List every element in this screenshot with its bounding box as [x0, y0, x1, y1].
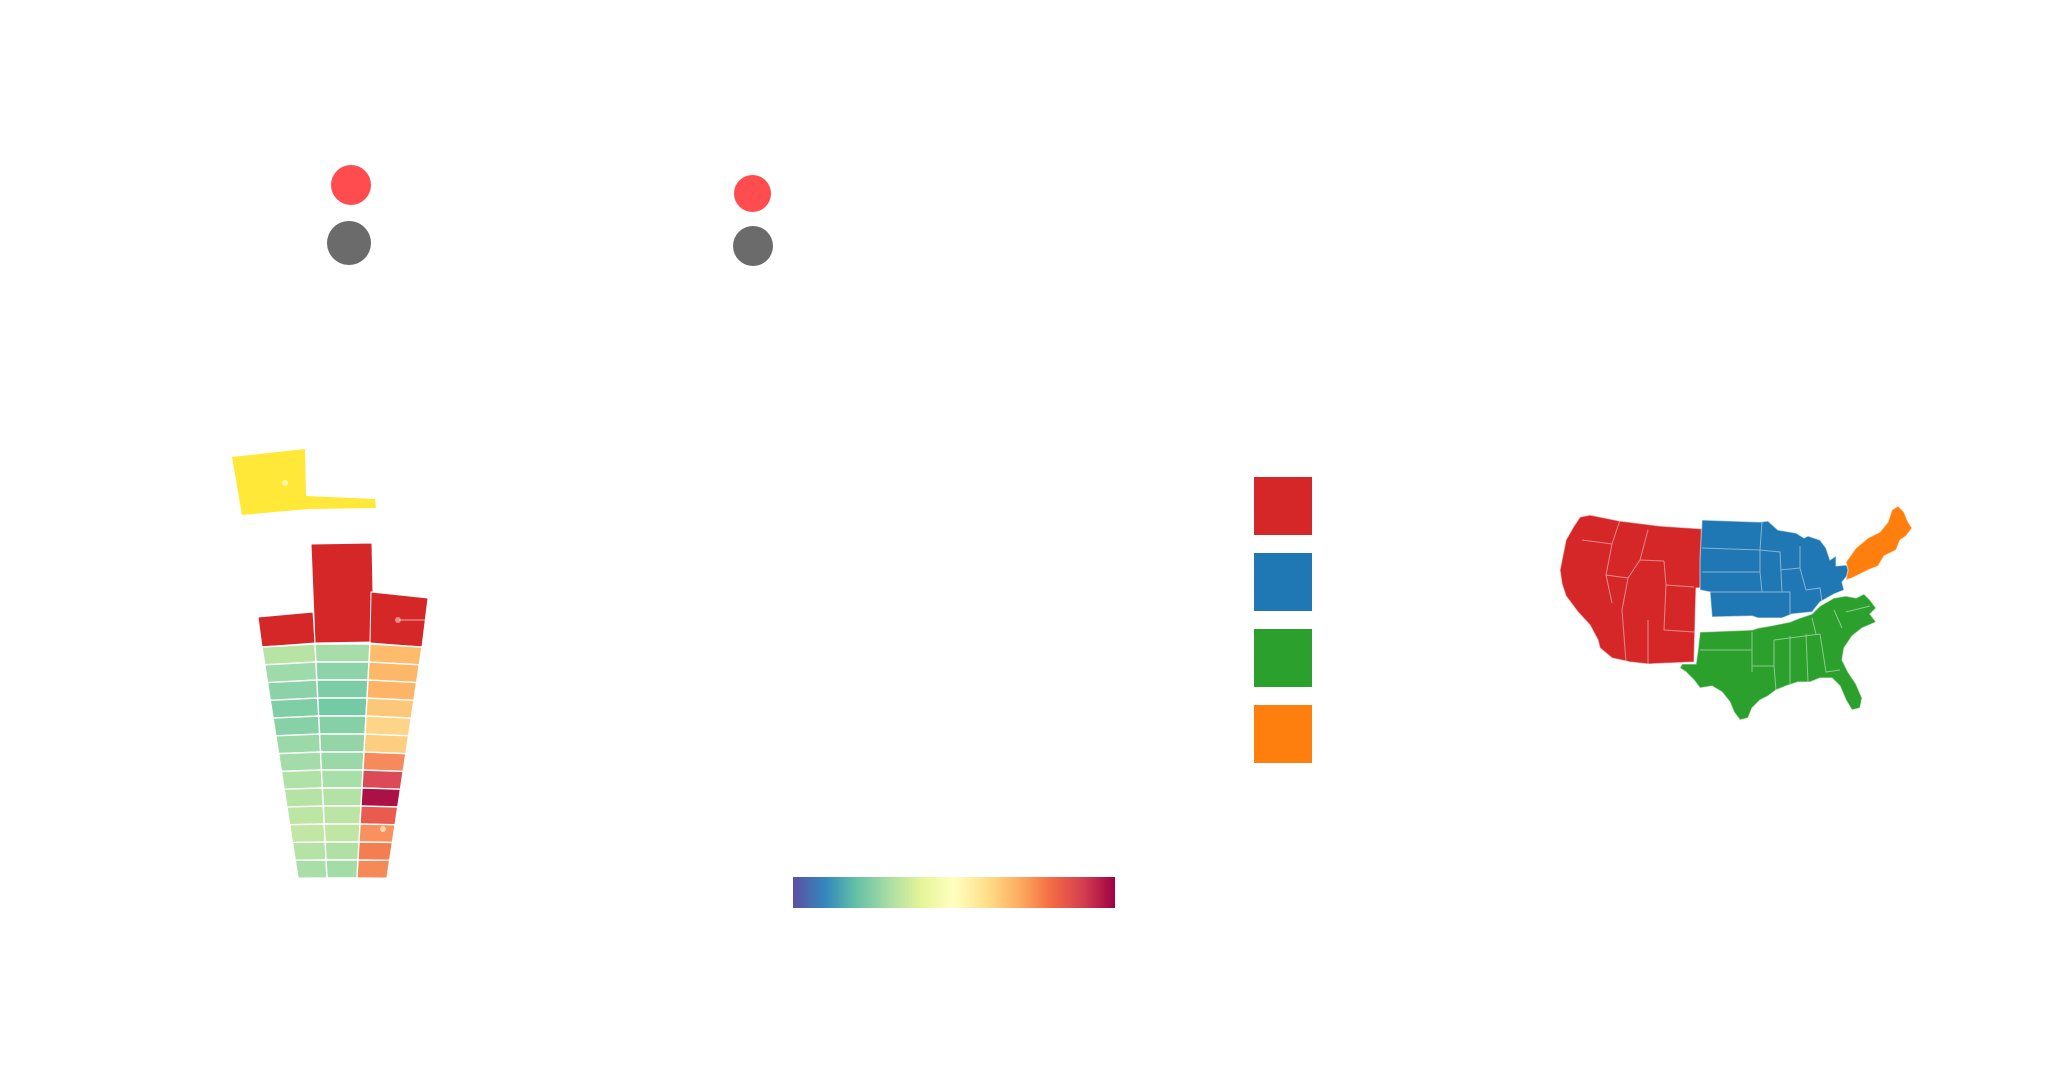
cartogram-cells [261, 643, 423, 879]
cartogram-top-block [232, 449, 376, 515]
cartogram-marker [395, 617, 401, 623]
map-region-northeast [1845, 505, 1913, 581]
map-region-south [1679, 593, 1877, 721]
legend-marker-red [734, 175, 771, 212]
color-scale-bar [793, 877, 1115, 908]
region-swatch-south [1254, 629, 1312, 687]
region-swatch-northeast [1254, 705, 1312, 763]
legend-marker-gray [327, 221, 371, 265]
legend-marker-red [331, 165, 371, 205]
region-swatch-midwest [1254, 553, 1312, 611]
legend-marker-gray [733, 226, 773, 266]
cartogram-cell [356, 859, 391, 879]
cartogram-marker [282, 480, 288, 486]
region-swatch-west [1254, 477, 1312, 535]
cartogram-marker [380, 826, 386, 832]
